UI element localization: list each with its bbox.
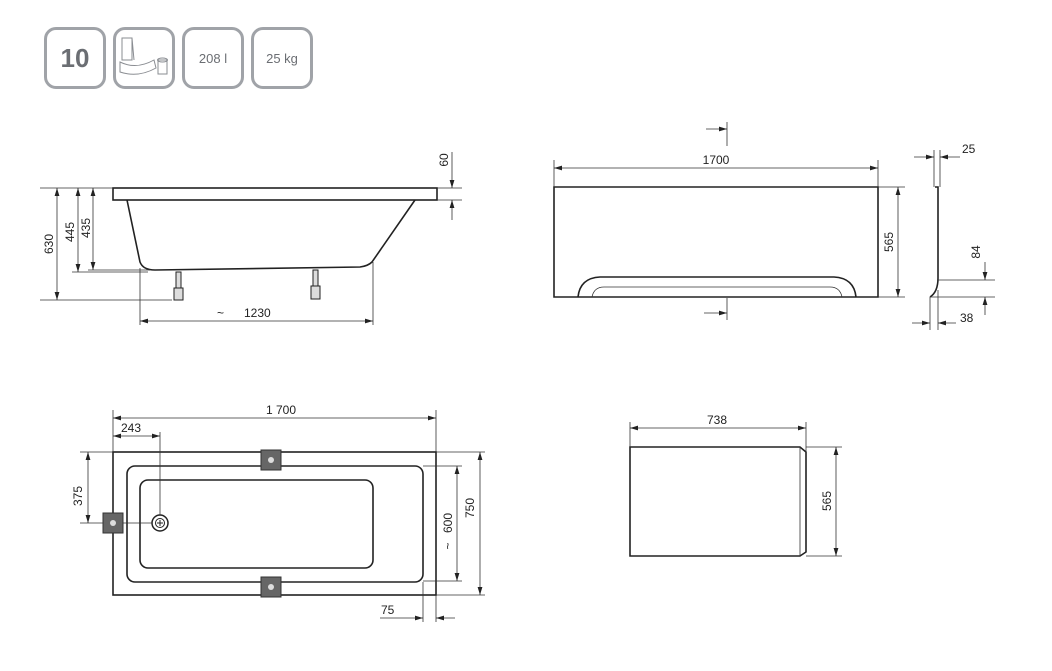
tub-basin [139, 479, 374, 569]
side-view: 630 445 435 60 ~ 1230 [40, 152, 462, 325]
dim-435: 435 [79, 218, 93, 238]
panel-cutout [577, 276, 857, 298]
dim-375: 375 [71, 486, 85, 506]
series-badge: 10 [44, 27, 106, 89]
dim-1700: 1700 [703, 153, 730, 167]
mounting-bracket [102, 449, 282, 598]
dim-750: 750 [463, 498, 477, 518]
dim-600: 600 [441, 513, 455, 533]
dim-1230: 1230 [244, 306, 271, 320]
dim-630: 630 [42, 234, 56, 254]
tub-rim [112, 187, 438, 201]
volume-badge: 208 l [182, 27, 244, 89]
dim-1-700: 1 700 [266, 403, 296, 417]
top-view: 1 700 243 375 600 ~ 750 75 [71, 403, 485, 622]
front-panel-view: 1700 565 25 84 38 [553, 122, 995, 330]
tub-inner-rim [126, 465, 424, 583]
end-panel [629, 446, 807, 557]
approx-sign: ~ [217, 306, 224, 320]
bathtub-set-icon [113, 27, 175, 89]
dim-25: 25 [962, 142, 976, 156]
tub-body [126, 199, 416, 271]
weight-value: 25 kg [266, 50, 298, 66]
dim-84: 84 [969, 245, 983, 259]
front-panel [553, 186, 879, 298]
dim-445: 445 [63, 222, 77, 242]
panel-profile [929, 186, 939, 298]
end-panel-view: 738 565 [629, 413, 842, 557]
dim-60: 60 [437, 153, 451, 167]
series-number: 10 [60, 42, 90, 73]
dim-38: 38 [960, 311, 974, 325]
dim-565-end: 565 [820, 491, 834, 511]
dim-738: 738 [707, 413, 727, 427]
approx-sign: ~ [441, 542, 455, 549]
weight-badge: 25 kg [251, 27, 313, 89]
dim-75: 75 [381, 603, 395, 617]
tub-leg [173, 269, 321, 301]
drain [151, 514, 169, 532]
volume-value: 208 l [198, 50, 228, 66]
dim-243: 243 [121, 421, 141, 435]
dim-565: 565 [882, 232, 896, 252]
